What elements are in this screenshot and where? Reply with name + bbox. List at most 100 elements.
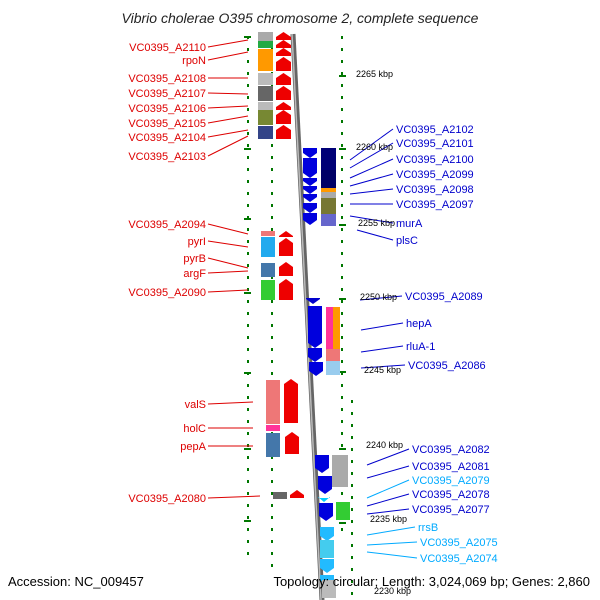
gene-arrow <box>303 186 317 194</box>
tick <box>247 360 249 363</box>
gene-arrow <box>276 73 291 85</box>
major-tick <box>244 36 251 38</box>
gene-block <box>266 425 280 431</box>
tick <box>271 372 273 375</box>
gene-label-left: VC0395_A2108 <box>128 73 206 85</box>
tick <box>247 108 249 111</box>
gene-label-left: VC0395_A2103 <box>128 151 206 163</box>
gene-block <box>336 502 350 520</box>
gene-arrow <box>276 125 291 139</box>
tick <box>247 408 249 411</box>
tick <box>271 504 273 507</box>
tick <box>341 312 343 315</box>
tick <box>247 288 249 291</box>
tick <box>247 324 249 327</box>
gene-label-left: pepA <box>180 441 206 453</box>
tick <box>341 228 343 231</box>
gene-arrow <box>308 348 322 362</box>
leader-line <box>366 448 410 466</box>
gene-arrow <box>279 279 293 300</box>
tick <box>341 168 343 171</box>
tick <box>271 180 273 183</box>
tick <box>247 336 249 339</box>
gene-arrow <box>284 379 298 423</box>
gene-label-right: VC0395_A2098 <box>396 184 474 196</box>
leader-line <box>207 115 249 124</box>
gene-block <box>261 263 275 277</box>
gene-label-right: VC0395_A2082 <box>412 444 490 456</box>
leader-line <box>207 240 249 248</box>
tick <box>247 132 249 135</box>
tick <box>247 384 249 387</box>
tick <box>341 432 343 435</box>
leader-line <box>366 541 418 546</box>
tick <box>341 276 343 279</box>
label-leaders <box>207 39 418 559</box>
gene-block <box>261 237 275 257</box>
tick <box>247 204 249 207</box>
gene-block <box>320 540 334 558</box>
gene-arrow <box>303 178 317 186</box>
gene-arrow <box>320 559 334 573</box>
gene-arrow <box>315 455 329 473</box>
tick <box>341 324 343 327</box>
gene-label-left: VC0395_A2090 <box>128 287 206 299</box>
gene-block <box>326 307 333 349</box>
tick <box>247 72 249 75</box>
tick <box>247 300 249 303</box>
gene-arrow <box>303 203 317 213</box>
tick <box>341 252 343 255</box>
tick <box>247 396 249 399</box>
gene-block <box>258 41 273 48</box>
gene-arrow <box>309 362 323 376</box>
leader-line <box>360 322 404 331</box>
gene-arrow <box>318 476 332 494</box>
major-tick <box>244 520 251 522</box>
gene-block <box>258 110 273 125</box>
leader-line <box>207 129 249 138</box>
gene-label-right: VC0395_A2075 <box>420 537 498 549</box>
leader-line <box>360 345 404 353</box>
gene-label-right: VC0395_A2081 <box>412 461 490 473</box>
tick <box>351 448 353 451</box>
kbp-label: 2265 kbp <box>356 69 393 79</box>
leader-line <box>207 92 249 95</box>
gene-label-left: argF <box>183 268 206 280</box>
leader-line <box>207 223 249 235</box>
gene-arrow <box>319 503 333 521</box>
leader-line <box>349 142 394 169</box>
kbp-label: 2245 kbp <box>364 365 401 375</box>
tick <box>247 480 249 483</box>
gene-block <box>261 280 275 300</box>
tick <box>351 568 353 571</box>
tick <box>341 300 343 303</box>
major-tick <box>244 448 251 450</box>
tick <box>351 436 353 439</box>
leader-line <box>359 295 403 301</box>
gene-label-right: VC0395_A2089 <box>405 291 483 303</box>
tick <box>341 36 343 39</box>
leader-line <box>360 364 406 369</box>
gene-label-left: VC0395_A2107 <box>128 88 206 100</box>
tick <box>351 484 353 487</box>
tick <box>271 156 273 159</box>
gene-label-right: VC0395_A2102 <box>396 124 474 136</box>
gene-label-right: VC0395_A2101 <box>396 138 474 150</box>
tick <box>271 300 273 303</box>
gene-block <box>273 492 287 499</box>
tick <box>341 60 343 63</box>
gene-arrow <box>276 40 291 48</box>
gene-label-right: murA <box>396 218 423 230</box>
gene-arrow <box>303 148 317 158</box>
gene-arrow <box>276 102 291 110</box>
gene-label-right: VC0395_A2100 <box>396 154 474 166</box>
tick <box>271 168 273 171</box>
tick <box>341 240 343 243</box>
gene-label-left: VC0395_A2094 <box>128 219 206 231</box>
tick <box>247 60 249 63</box>
tick <box>247 168 249 171</box>
tick <box>247 144 249 147</box>
tick <box>271 324 273 327</box>
tick <box>351 556 353 559</box>
chromosome-backbone <box>290 33 325 600</box>
